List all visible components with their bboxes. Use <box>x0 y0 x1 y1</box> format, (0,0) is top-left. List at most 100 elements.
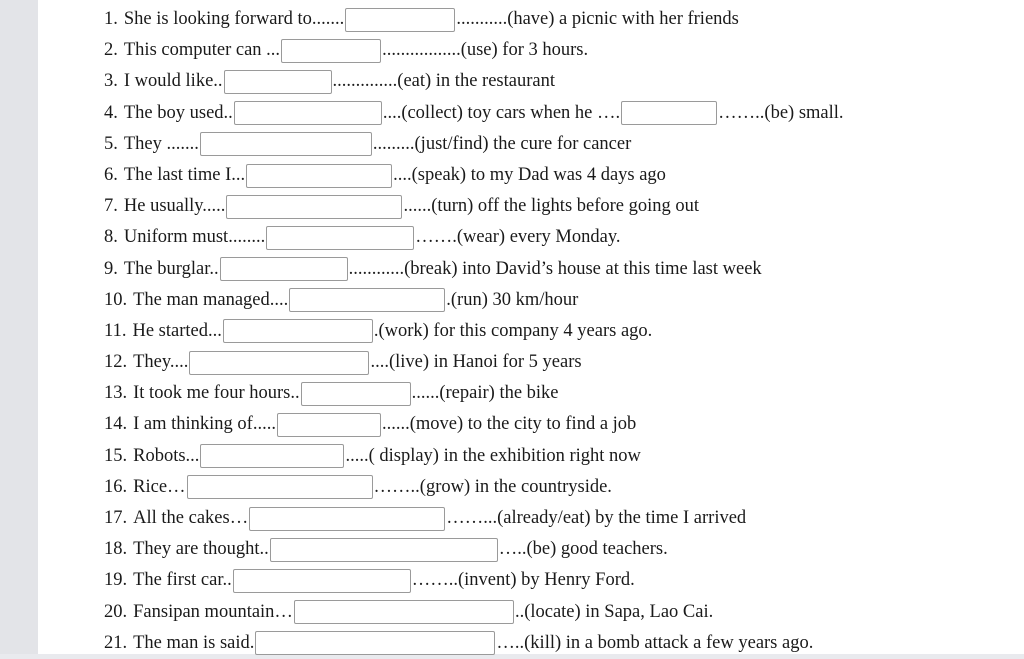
sentence-start: The burglar.. <box>123 258 219 279</box>
sentence-end: …..(be) good teachers. <box>498 539 668 560</box>
answer-box[interactable] <box>186 475 373 500</box>
exercise-line: 5.They ................(just/find) the c… <box>104 129 1004 160</box>
line-number: 12. <box>104 352 128 373</box>
sentence-end: ..............(eat) in the restaurant <box>332 71 555 92</box>
sentence-start: The man is said. <box>133 632 255 653</box>
answer-box[interactable] <box>281 38 382 63</box>
answer-box[interactable] <box>233 101 382 126</box>
exercise-line: 18.They are thought..…..(be) good teache… <box>104 534 1004 565</box>
exercise-line: 12.They.... ....(live) in Hanoi for 5 yea… <box>104 347 1004 378</box>
answer-box[interactable] <box>289 288 446 313</box>
answer-box[interactable] <box>200 444 345 469</box>
answer-box[interactable] <box>219 257 348 282</box>
answer-box[interactable] <box>249 506 446 531</box>
line-number: 6. <box>104 164 118 185</box>
sentence-start: All the cakes… <box>133 508 249 528</box>
line-number: 21. <box>104 632 128 653</box>
sentence-end: ......(repair) the bike <box>411 383 559 404</box>
line-number: 16. <box>104 476 128 497</box>
exercise-line: 21.The man is said. …..(kill) in a bomb a… <box>104 628 1004 659</box>
line-number: 9. <box>104 258 118 279</box>
line-number: 17. <box>104 508 128 528</box>
answer-box[interactable] <box>345 7 456 32</box>
sentence-end: ....(collect) toy cars when he …. <box>382 102 621 123</box>
line-number: 11. <box>104 320 127 341</box>
answer-box[interactable] <box>223 69 332 94</box>
sentence-end: .(work) for this company 4 years ago. <box>373 320 653 341</box>
sentence-end: …….(wear) every Monday. <box>415 227 621 248</box>
exercise-line: 17.All the cakes………...(already/eat) by t… <box>104 503 1004 534</box>
sentence-start: The last time I... <box>123 164 246 185</box>
sentence-end: ....(live) in Hanoi for 5 years <box>370 352 582 373</box>
sentence-end: ...........(have) a picnic with her frie… <box>456 9 739 29</box>
sentence-end: .....( display) in the exhibition right … <box>345 445 641 466</box>
answer-box[interactable] <box>266 225 415 250</box>
line-number: 15. <box>104 445 128 466</box>
sentence-start: They.... <box>133 352 189 373</box>
exercise-line: 8.Uniform must........ …….(wear) every Mo… <box>104 222 1004 253</box>
left-gutter <box>0 0 38 654</box>
exercise-line: 15.Robots... .....( display) in the exhib… <box>104 441 1004 472</box>
line-number: 5. <box>104 133 118 154</box>
sentence-end: .................(use) for 3 hours. <box>382 40 589 61</box>
line-number: 2. <box>104 40 118 61</box>
answer-box[interactable] <box>226 194 403 219</box>
sentence-start: She is looking forward to....... <box>123 9 345 29</box>
exercise-line: 14.I am thinking of..... ......(move) to … <box>104 409 1004 440</box>
answer-box[interactable] <box>293 600 514 625</box>
answer-box[interactable] <box>232 568 411 593</box>
exercise-line: 13.It took me four hours.. ......(repair)… <box>104 378 1004 409</box>
answer-box[interactable] <box>222 319 373 344</box>
exercise-line: 11.He started... .(work) for this company… <box>104 316 1004 347</box>
sentence-end: ……..(be) small. <box>718 102 844 123</box>
sentence-end: ............(break) into David’s house a… <box>348 258 762 279</box>
sentence-start: They ....... <box>123 133 199 154</box>
line-number: 14. <box>104 414 128 435</box>
sentence-end: ……..(grow) in the countryside. <box>373 476 612 497</box>
sentence-end: ..(locate) in Sapa, Lao Cai. <box>514 601 714 622</box>
answer-box[interactable] <box>255 631 496 656</box>
sentence-start: Robots... <box>133 445 200 466</box>
sentence-start: I am thinking of..... <box>133 414 276 435</box>
sentence-end: ....(speak) to my Dad was 4 days ago <box>393 164 666 185</box>
answer-box[interactable] <box>246 163 393 188</box>
line-number: 18. <box>104 539 128 560</box>
exercise-line: 10.The man managed.....(run) 30 km/hour <box>104 285 1004 316</box>
sentence-start: He started... <box>132 320 222 341</box>
line-number: 19. <box>104 570 128 591</box>
sentence-end: ......(move) to the city to find a job <box>381 414 637 435</box>
exercise-line: 4.The boy used.. ....(collect) toy cars w… <box>104 98 1004 129</box>
exercise-line: 19.The first car.. ……..(invent) by Henry … <box>104 565 1004 596</box>
line-number: 7. <box>104 196 118 217</box>
sentence-start: He usually..... <box>123 196 226 217</box>
sentence-start: This computer can ... <box>123 40 281 61</box>
line-number: 8. <box>104 227 118 248</box>
answer-box[interactable] <box>189 350 370 375</box>
sentence-start: The boy used.. <box>123 102 233 123</box>
exercise-line: 3.I would like.. ..............(eat) in t… <box>104 66 1004 97</box>
line-number: 20. <box>104 601 128 622</box>
answer-box[interactable] <box>199 132 372 157</box>
exercise-line: 1.She is looking forward to.............… <box>104 4 1004 35</box>
sentence-start: I would like.. <box>123 71 223 92</box>
line-number: 3. <box>104 71 118 92</box>
sentence-end: ……..(invent) by Henry Ford. <box>411 570 635 591</box>
line-number: 13. <box>104 383 128 404</box>
exercise-line: 6.The last time I... ....(speak) to my Da… <box>104 160 1004 191</box>
answer-box[interactable] <box>621 101 718 126</box>
sentence-start: It took me four hours.. <box>133 383 300 404</box>
line-number: 1. <box>104 9 118 29</box>
worksheet-page <box>38 0 1024 654</box>
sentence-end: ......(turn) off the lights before going… <box>403 196 700 217</box>
sentence-start: Uniform must........ <box>123 227 266 248</box>
exercise-line: 16.Rice………..(grow) in the countryside. <box>104 472 1004 503</box>
answer-box[interactable] <box>269 537 498 562</box>
line-number: 10. <box>104 289 128 310</box>
exercise-list: 1.She is looking forward to.............… <box>104 4 1004 659</box>
sentence-end: …..(kill) in a bomb attack a few years a… <box>496 632 814 653</box>
answer-box[interactable] <box>300 381 411 406</box>
exercise-line: 7.He usually..... ......(turn) off the li… <box>104 191 1004 222</box>
sentence-start: The first car.. <box>133 570 232 591</box>
answer-box[interactable] <box>276 413 381 438</box>
line-number: 4. <box>104 102 118 123</box>
